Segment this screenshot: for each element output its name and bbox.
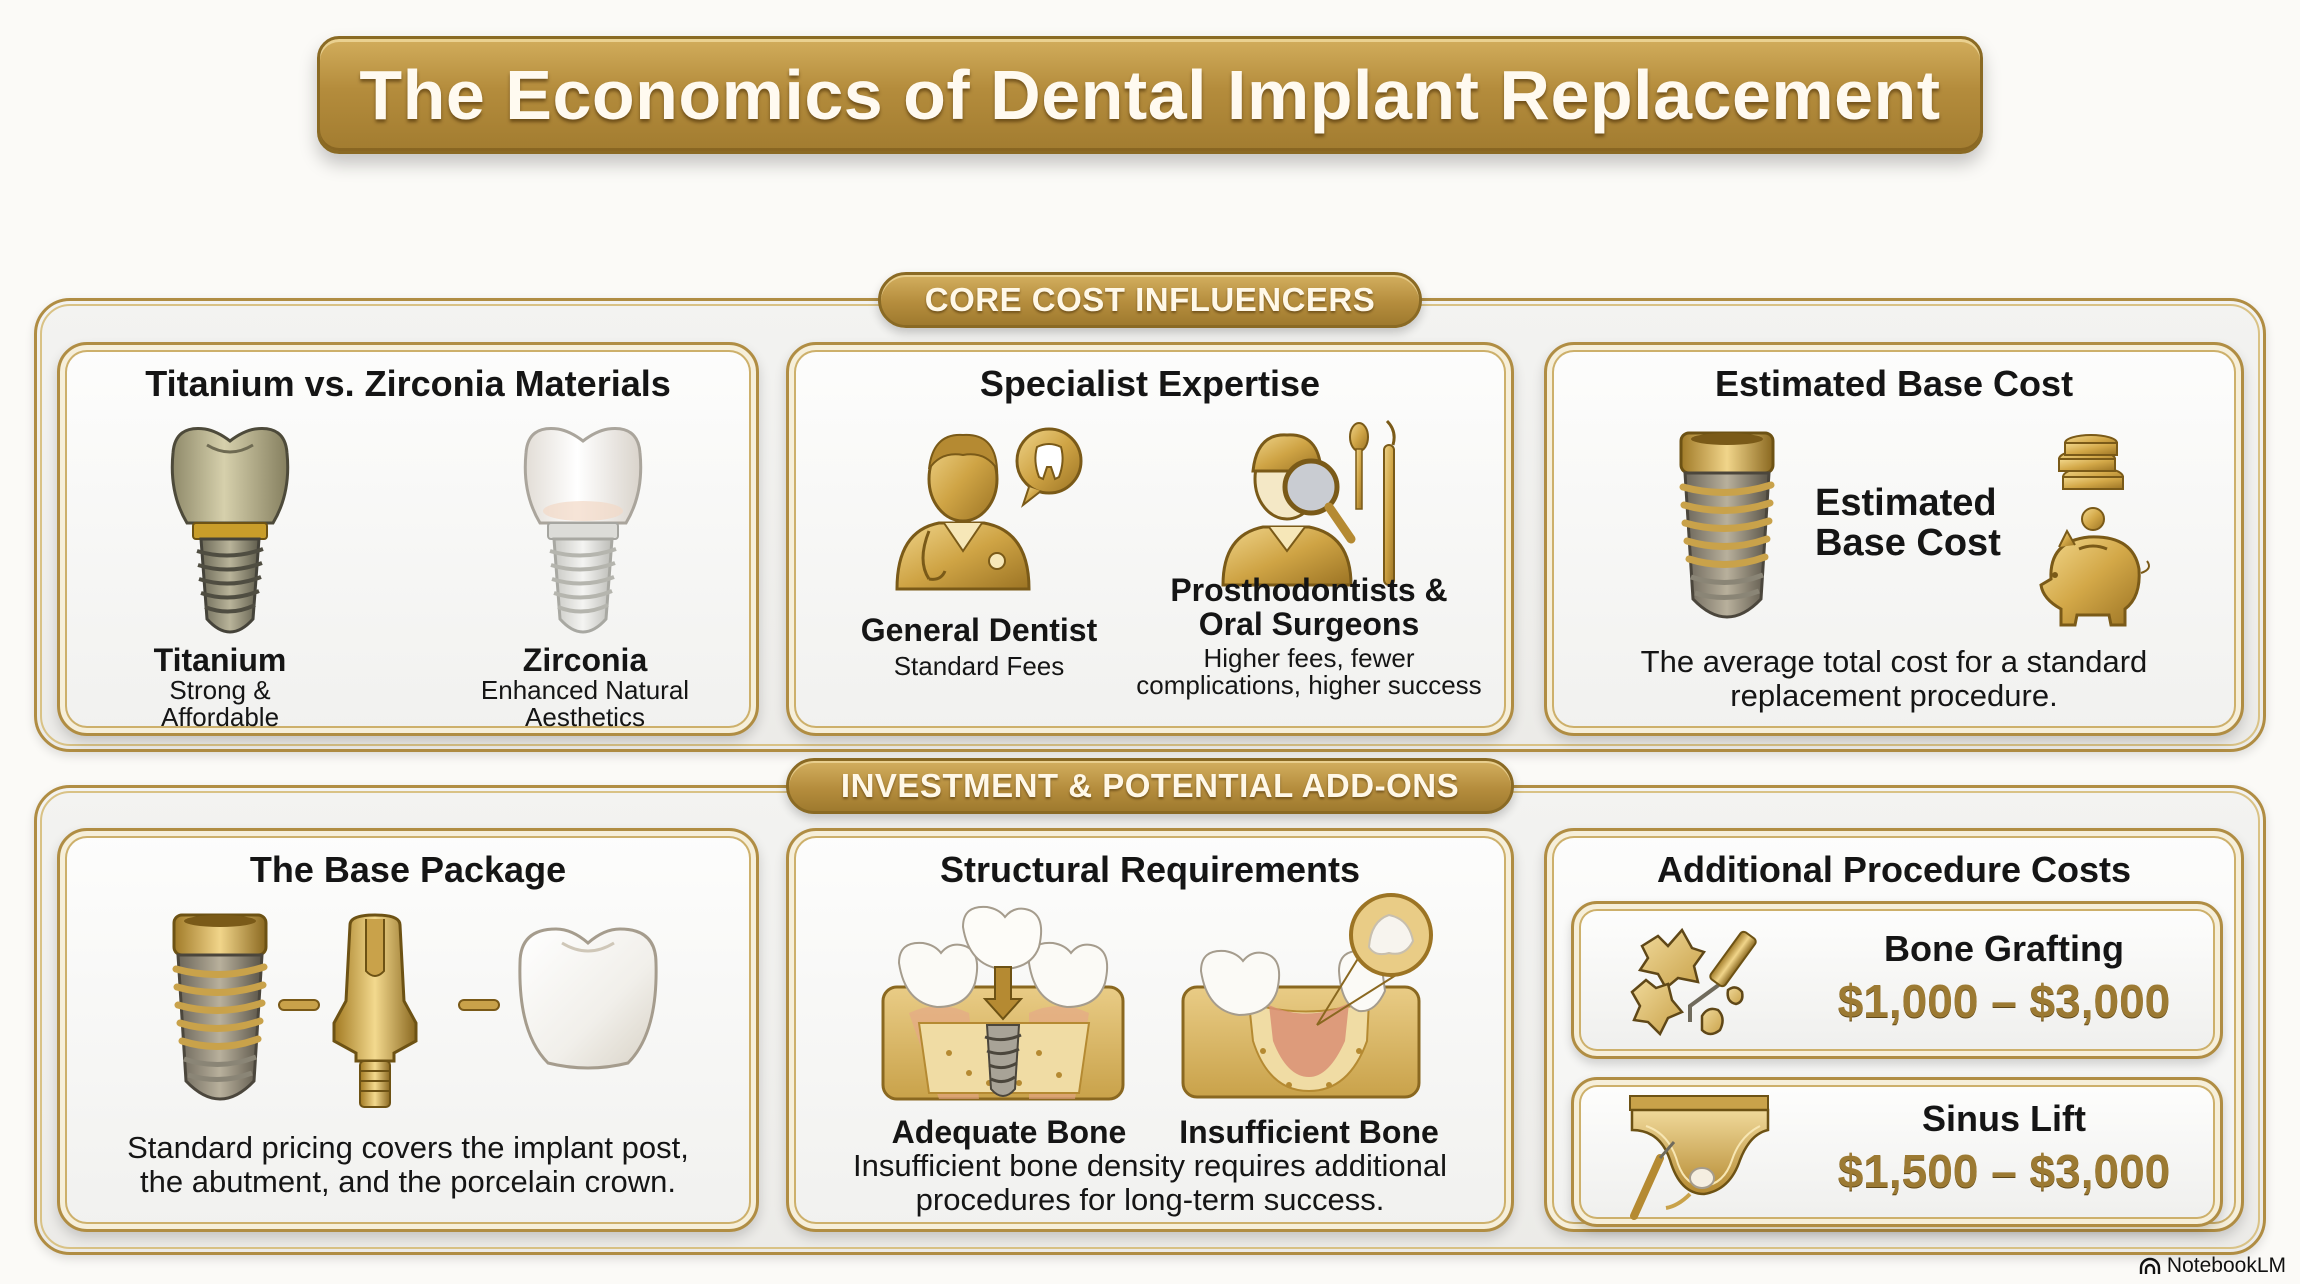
structural-desc: Insufficient bone density requires addit… — [853, 1148, 1447, 1183]
specialist-desc: complications, higher success — [1136, 670, 1482, 700]
piggy-bank-icon — [2029, 429, 2159, 629]
section-label-text: INVESTMENT & POTENTIAL ADD-ONS — [840, 767, 1460, 804]
base-cost-desc: replacement procedure. — [1730, 678, 2058, 713]
card-title: Specialist Expertise — [979, 363, 1321, 404]
material-name: Titanium — [153, 642, 287, 678]
material-name: Zirconia — [522, 642, 648, 678]
specialist-icon — [1219, 415, 1409, 591]
card-base-package: The Base Package Standard prici — [57, 828, 759, 1232]
card-additional-procedure-costs: Additional Procedure Costs Bone Grafting… — [1544, 828, 2244, 1232]
specialist-desc: Standard Fees — [893, 651, 1065, 681]
material-desc: Affordable — [160, 702, 280, 732]
insufficient-bone-icon — [1179, 891, 1439, 1101]
base-cost-desc: The average total cost for a standard — [1640, 644, 2148, 679]
base-package-desc: Standard pricing covers the implant post… — [127, 1130, 689, 1165]
material-desc: Aesthetics — [525, 702, 645, 732]
page-title: The Economics of Dental Implant Replacem… — [359, 56, 1941, 134]
material-desc: Strong & — [169, 675, 271, 705]
procedure-price: $1,500 – $3,000 — [1837, 1145, 2171, 1197]
zirconia-implant-icon — [508, 423, 658, 643]
titanium-implant-icon — [155, 423, 305, 643]
card-structural-requirements: Structural Requirements Adequate Bone — [786, 828, 1514, 1232]
base-cost-label: Estimated — [1815, 482, 1997, 524]
general-dentist-icon — [889, 421, 1089, 591]
title-banner: The Economics of Dental Implant Replacem… — [317, 36, 1983, 154]
abutment-icon — [330, 911, 420, 1111]
porcelain-crown-icon — [508, 923, 668, 1073]
card-title: Additional Procedure Costs — [1656, 849, 2132, 890]
bone-label: Insufficient Bone — [1179, 1114, 1439, 1150]
specialist-desc: Higher fees, fewer — [1203, 643, 1415, 673]
base-cost-label: Base Cost — [1815, 522, 2001, 564]
connector-dash — [278, 999, 320, 1011]
procedure-name: Bone Grafting — [1884, 928, 2124, 969]
notebooklm-logo-icon — [2139, 1257, 2161, 1275]
card-title: Structural Requirements — [939, 849, 1361, 890]
section-label-core: CORE COST INFLUENCERS — [878, 272, 1422, 328]
card-title: Estimated Base Cost — [1714, 363, 2074, 404]
procedure-name: Sinus Lift — [1922, 1098, 2086, 1139]
procedure-sinus-lift: Sinus Lift $1,500 – $3,000 — [1571, 1077, 2223, 1227]
brand-text: NotebookLM — [2166, 1254, 2286, 1277]
card-title: Titanium vs. Zirconia Materials — [145, 363, 671, 404]
connector-dash — [458, 999, 500, 1011]
card-materials: Titanium vs. Zirconia Materials Titanium… — [57, 342, 759, 736]
section-label-investment: INVESTMENT & POTENTIAL ADD-ONS — [786, 758, 1514, 814]
bone-graft-icon — [1628, 922, 1778, 1042]
card-specialist-expertise: Specialist Expertise General Dentist Sta… — [786, 342, 1514, 736]
card-title: The Base Package — [249, 849, 567, 890]
material-desc: Enhanced Natural — [480, 675, 690, 705]
notebooklm-brand: NotebookLM — [2139, 1254, 2286, 1278]
structural-desc: procedures for long-term success. — [915, 1182, 1385, 1217]
implant-screw-icon — [1675, 429, 1779, 629]
implant-post-icon — [168, 911, 272, 1111]
specialist-name: General Dentist — [860, 612, 1098, 648]
specialist-name: Oral Surgeons — [1198, 606, 1420, 642]
procedure-bone-grafting: Bone Grafting $1,000 – $3,000 — [1571, 901, 2223, 1059]
card-estimated-base-cost: Estimated Base Cost Estimated Base Cost — [1544, 342, 2244, 736]
adequate-bone-icon — [879, 903, 1129, 1103]
bone-label: Adequate Bone — [891, 1114, 1127, 1150]
section-label-text: CORE COST INFLUENCERS — [924, 281, 1376, 318]
specialist-name: Prosthodontists & — [1170, 572, 1448, 608]
base-package-desc: the abutment, and the porcelain crown. — [140, 1164, 676, 1199]
sinus-lift-icon — [1620, 1090, 1770, 1220]
procedure-price: $1,000 – $3,000 — [1837, 975, 2171, 1027]
